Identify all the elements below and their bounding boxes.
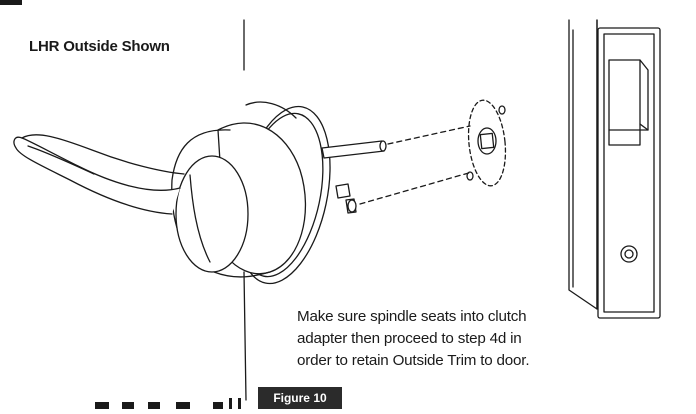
spindles	[321, 140, 387, 214]
instruction-line-2: adapter then proceed to step 4d in	[297, 330, 522, 347]
lever-handle	[13, 134, 185, 215]
clutch-adapter	[466, 99, 507, 187]
cropped-bottom-heading-fragment	[95, 398, 241, 409]
instruction-line-1: Make sure spindle seats into clutch	[297, 308, 527, 325]
door-edge-line	[243, 19, 247, 401]
strike-screw	[620, 245, 638, 263]
instruction-line-3: order to retain Outside Trim to door.	[297, 352, 530, 369]
instruction-note: Make sure spindle seats into clutch adap…	[297, 306, 587, 372]
cropped-top-heading-fragment	[0, 0, 22, 5]
figure-label: Figure 10	[258, 387, 342, 409]
strike-plate	[568, 19, 661, 319]
lever-hub	[171, 122, 307, 278]
alignment-lines	[359, 125, 473, 205]
view-heading: LHR Outside Shown	[29, 38, 170, 55]
